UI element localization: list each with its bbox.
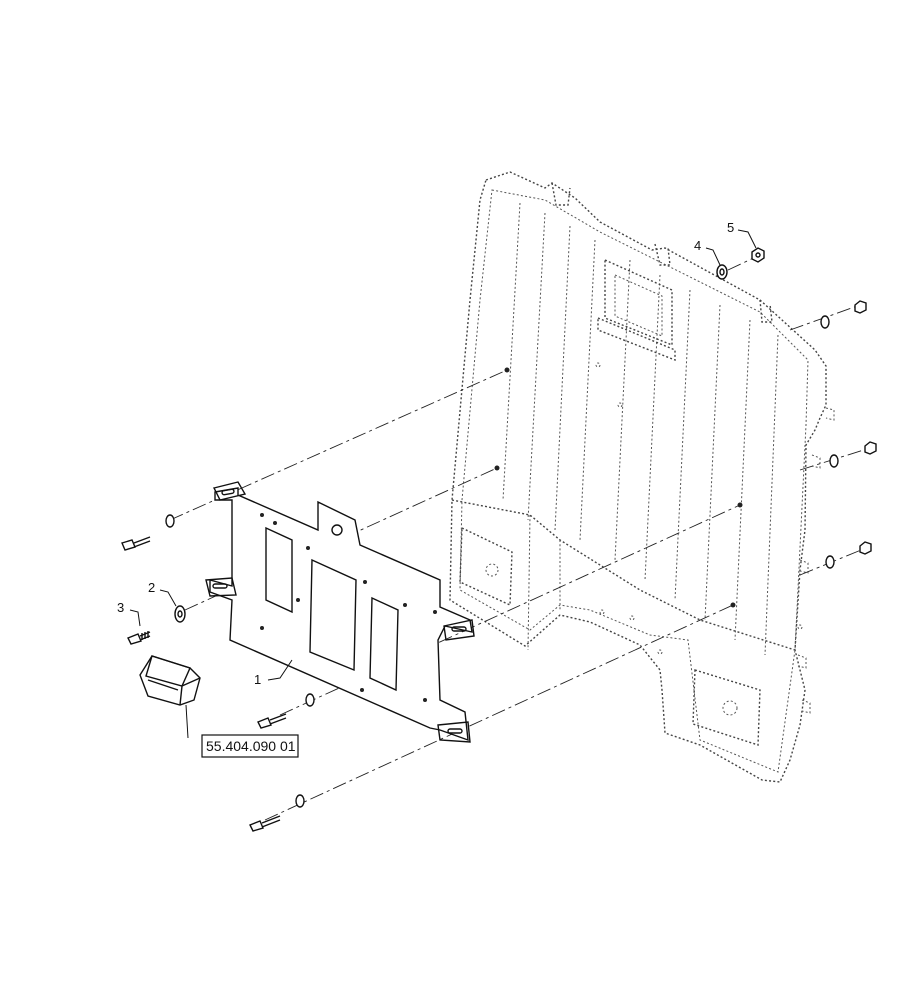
bolt-item3 [127,631,151,645]
license-lamp [139,655,201,706]
bolt-lower [249,794,305,832]
license-plate-bracket [205,481,475,743]
callout-1: 1 [254,672,261,687]
callout-5: 5 [727,220,734,235]
right-hardware-1 [820,300,867,329]
washer-item4 [716,264,728,280]
bolt-upper-left [121,514,175,551]
bolt-middle [257,693,315,729]
callout-leaders [129,229,757,739]
callout-4: 4 [694,238,701,253]
reference-link[interactable]: 55.404.090 01 [201,734,299,758]
nut-item5 [751,247,765,263]
right-hardware-2 [829,441,877,468]
reference-label[interactable]: 55.404.090 01 [206,738,296,754]
rear-panel-phantom [449,171,835,783]
right-hardware-3 [825,541,872,569]
callout-3: 3 [117,600,124,615]
callout-2: 2 [148,580,155,595]
panel-mount-holes [494,367,743,608]
washer-item2 [174,605,186,623]
hardware-fasteners [121,247,877,832]
